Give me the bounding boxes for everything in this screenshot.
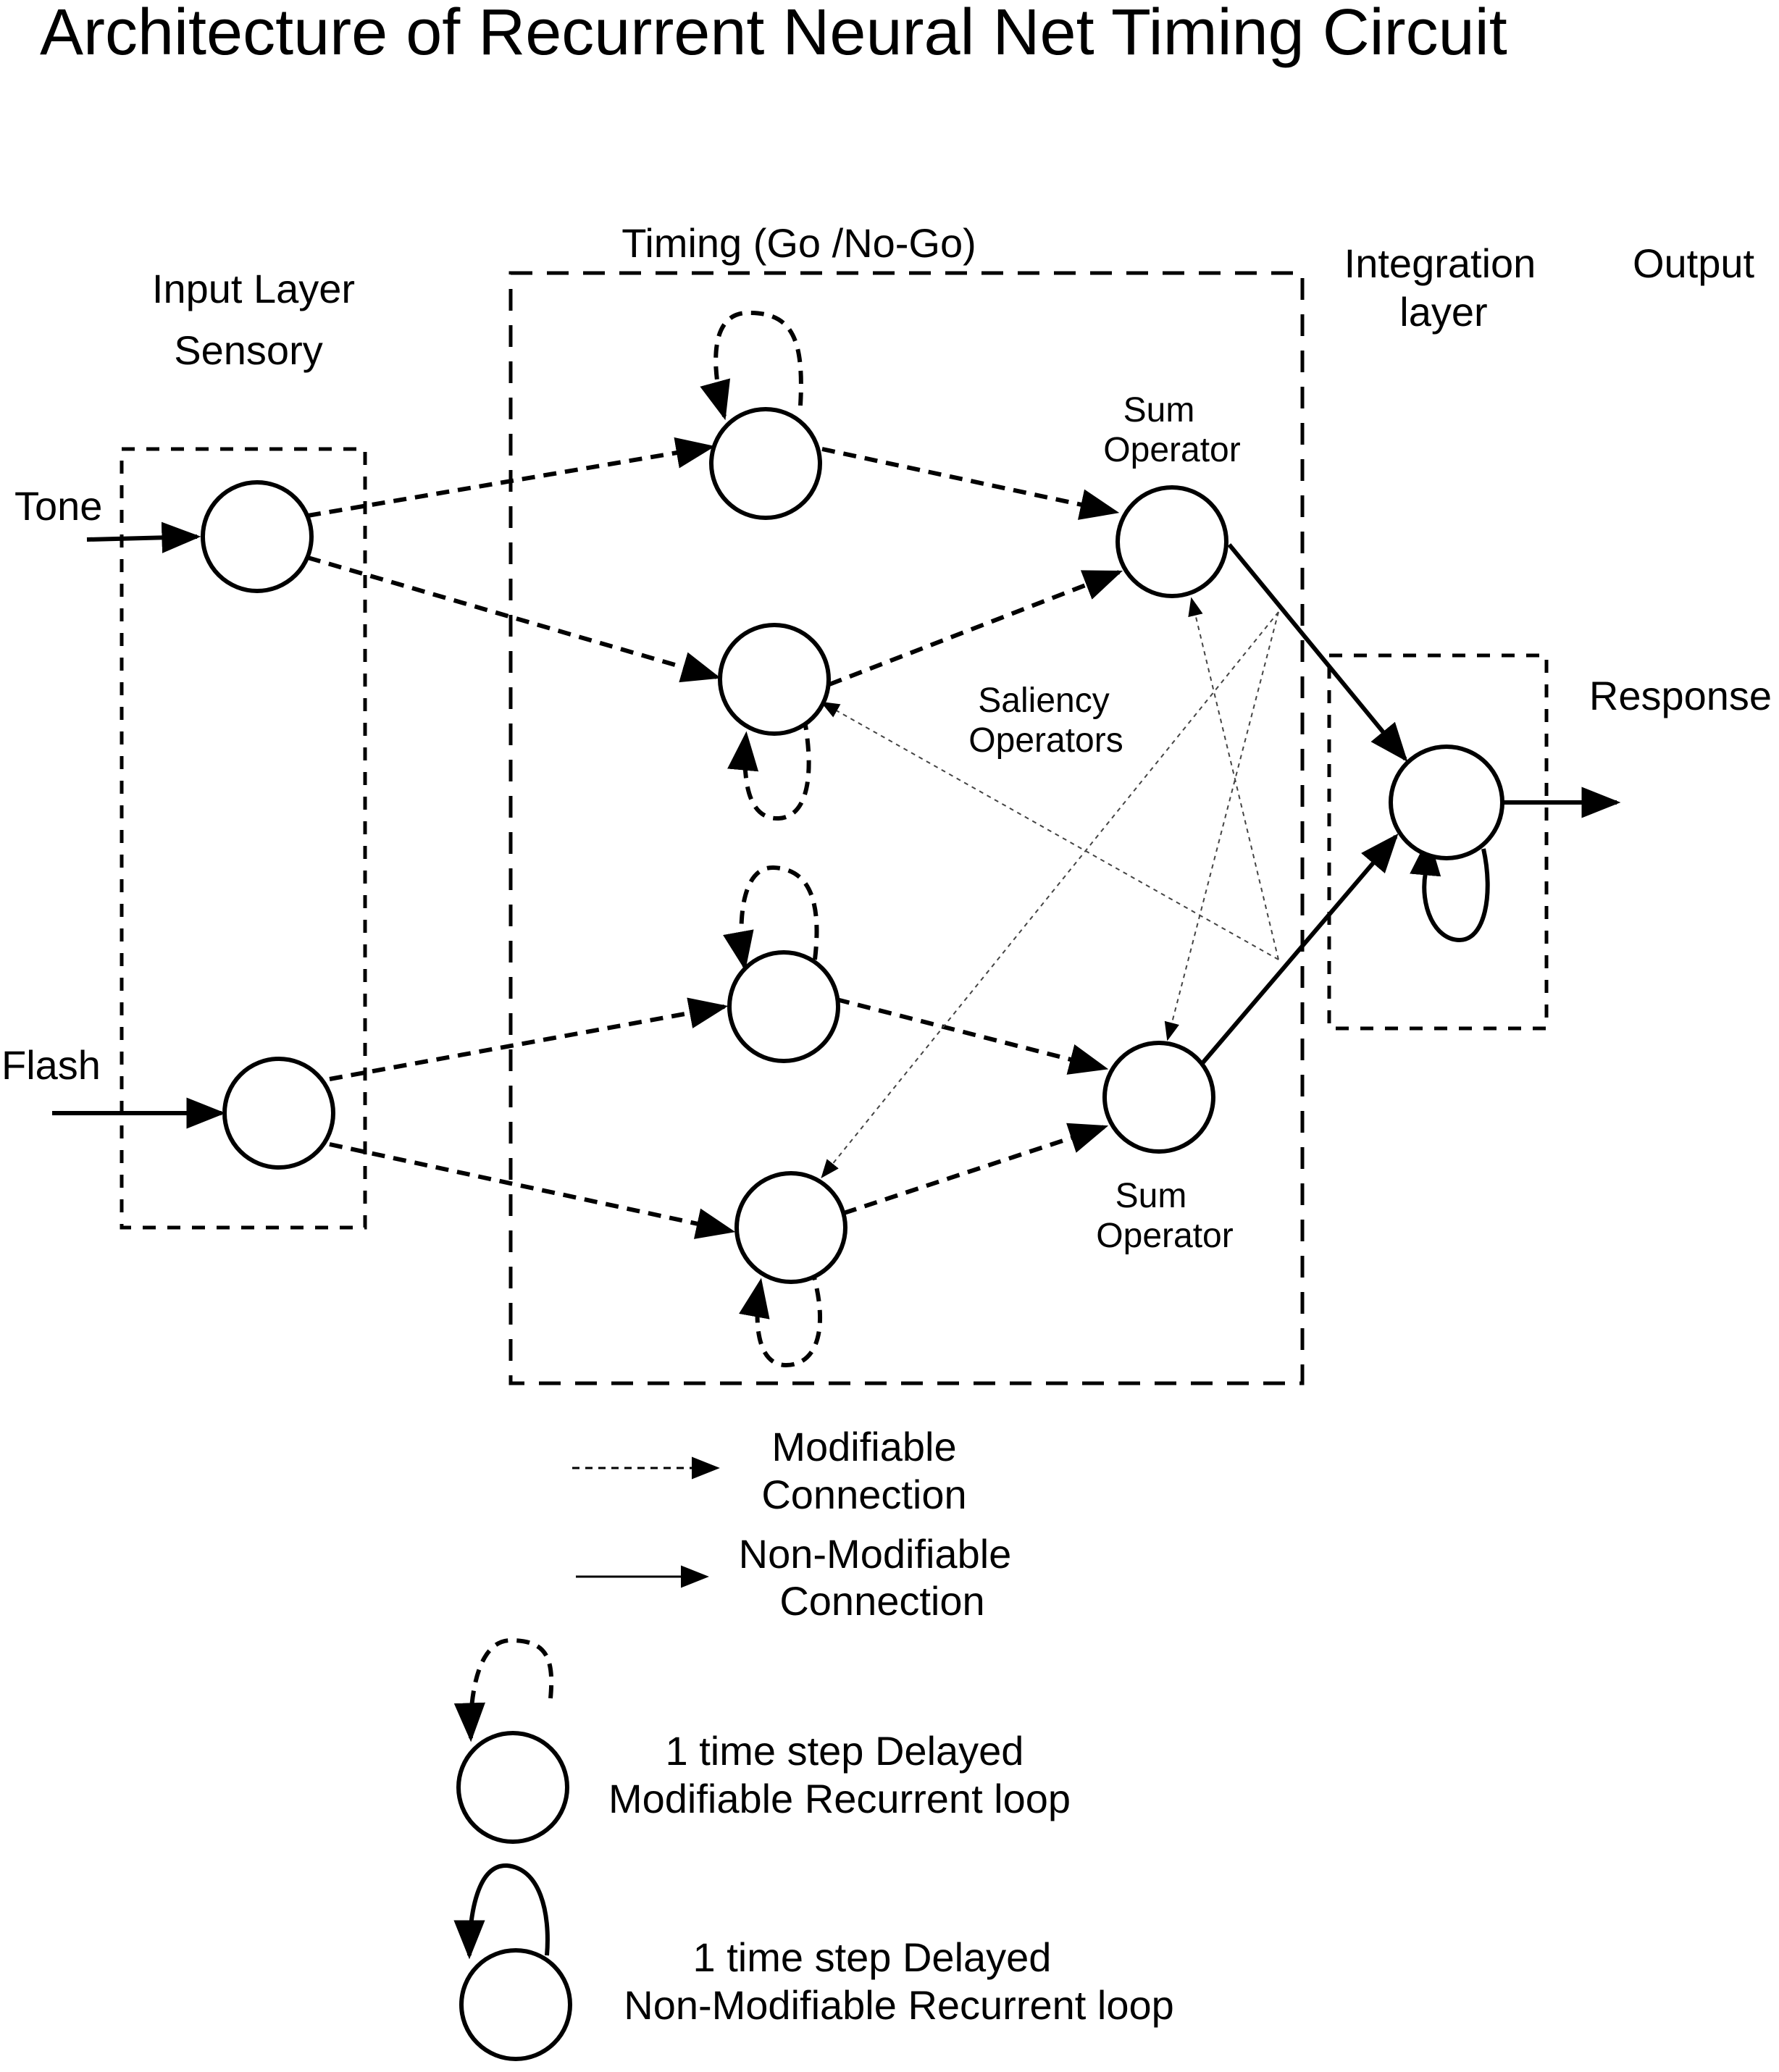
- timing-node-4: [734, 1171, 847, 1284]
- integration-label: Integration: [1344, 240, 1536, 286]
- legend-modifiable-loop-node: [456, 1731, 569, 1844]
- integration-layer-label: layer: [1399, 289, 1487, 335]
- integration-recurrent-loop: [1410, 836, 1490, 943]
- tone-to-timing-1: [307, 437, 716, 518]
- legend-modifiable-loop: [453, 1637, 554, 1742]
- legend-nonmodifiable-label-2: Connection: [779, 1578, 984, 1624]
- sum-top-to-integration: [1227, 543, 1408, 763]
- legend-nonmod-loop-label-1: 1 time step Delayed: [693, 1934, 1052, 1980]
- timing-node-1: [709, 407, 822, 520]
- sum-bottom-label-2: Operator: [1096, 1217, 1233, 1255]
- input-layer-label: Input Layer: [152, 266, 355, 311]
- flash-to-timing-4: [329, 1142, 736, 1239]
- tone-input-arrow: [86, 521, 201, 553]
- timing-node-2: [718, 623, 831, 736]
- sum-top-label-2: Operator: [1103, 431, 1240, 469]
- legend-nonmodifiable-loop-node: [459, 1948, 572, 2061]
- legend-mod-loop-label-2: Modifiable Recurrent loop: [608, 1776, 1071, 1821]
- legend-nonmodifiable-loop: [453, 1863, 550, 1960]
- timing-label: Timing (Go /No-Go): [621, 220, 976, 266]
- input-layer-box: [120, 447, 367, 1230]
- saliency-label-2: Operators: [968, 721, 1123, 760]
- sum-bottom-label-1: Sum: [1115, 1177, 1187, 1215]
- sum-operator-bottom-node: [1102, 1041, 1215, 1154]
- timing-2-recurrent-loop: [727, 716, 811, 821]
- saliency-to-sum-top: [1188, 597, 1279, 960]
- saliency-to-sum-bottom: [1164, 611, 1279, 1041]
- sum-top-label-1: Sum: [1123, 391, 1195, 429]
- sensory-label: Sensory: [174, 327, 322, 373]
- response-label: Response: [1589, 673, 1772, 718]
- timing-4-recurrent-loop: [739, 1267, 822, 1368]
- tone-to-timing-2: [307, 555, 721, 683]
- timing-node-3: [727, 950, 840, 1063]
- timing-1-recurrent-loop: [700, 310, 803, 421]
- flash-sensory-node: [222, 1057, 335, 1170]
- output-label: Output: [1633, 240, 1755, 286]
- saliency-to-timing-2: [820, 701, 1279, 960]
- tone-label: Tone: [14, 483, 102, 529]
- timing-3-recurrent-loop: [723, 865, 819, 971]
- legend-nonmodifiable-label-1: Non-Modifiable: [739, 1531, 1012, 1577]
- legend-nonmod-loop-label-2: Non-Modifiable Recurrent loop: [624, 1982, 1174, 2028]
- integration-node: [1389, 745, 1504, 860]
- timing-2-to-sum-top: [828, 570, 1123, 687]
- diagram-title: Architecture of Recurrent Neural Net Tim…: [40, 0, 1507, 69]
- timing-3-to-sum-bottom: [836, 997, 1109, 1075]
- tone-sensory-node: [201, 480, 314, 593]
- timing-box: [508, 271, 1305, 1385]
- sum-bottom-to-integration: [1200, 833, 1399, 1065]
- saliency-label-1: Saliency: [978, 681, 1109, 720]
- timing-1-to-sum-top: [821, 447, 1120, 520]
- flash-to-timing-3: [329, 997, 729, 1081]
- flash-label: Flash: [1, 1042, 101, 1088]
- legend-modifiable-label-1: Modifiable: [771, 1424, 956, 1469]
- timing-4-to-sum-bottom: [843, 1123, 1109, 1215]
- integration-box: [1327, 653, 1549, 1031]
- sum-operator-top-node: [1115, 485, 1228, 598]
- legend-mod-loop-label-1: 1 time step Delayed: [666, 1728, 1024, 1774]
- legend-modifiable-label-2: Connection: [761, 1472, 966, 1517]
